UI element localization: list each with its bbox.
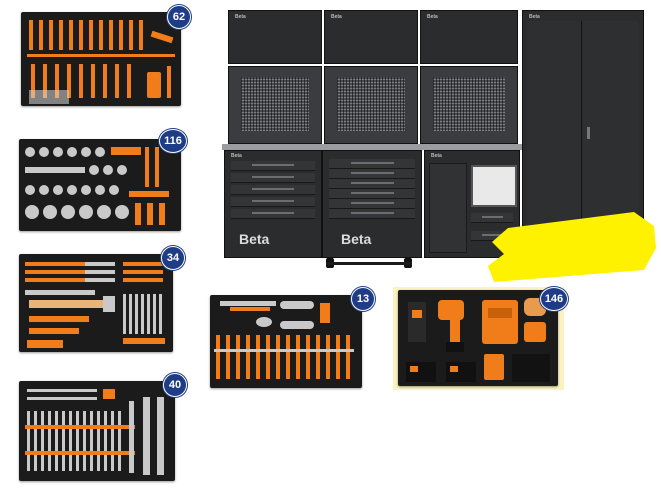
badge-hammers: 34 bbox=[161, 246, 185, 270]
wall-cabinet-1[interactable]: Beta bbox=[228, 10, 322, 64]
badge-pliers: 13 bbox=[351, 287, 375, 311]
pegboard-panel-1 bbox=[228, 66, 322, 144]
pegboard-panel-3 bbox=[420, 66, 518, 144]
worktop bbox=[222, 144, 522, 150]
door-handle bbox=[587, 127, 590, 139]
brand-top-2: Beta bbox=[331, 14, 342, 20]
drawer-unit-2[interactable]: Beta bbox=[322, 150, 422, 258]
wall-cabinet-3[interactable]: Beta bbox=[420, 10, 518, 64]
tray-hammers[interactable] bbox=[19, 254, 173, 352]
paper-roll bbox=[471, 165, 517, 207]
tray-wrenches[interactable] bbox=[19, 381, 175, 481]
badge-sockets: 116 bbox=[159, 129, 187, 153]
brand-drawer-1: Beta bbox=[239, 231, 270, 247]
paper-roll-unit[interactable]: Beta bbox=[424, 150, 520, 258]
caster-bar bbox=[326, 262, 412, 265]
brand-top-1: Beta bbox=[235, 14, 246, 20]
brand-drawer-2: Beta bbox=[341, 231, 372, 247]
brand-roll-unit: Beta bbox=[431, 153, 442, 159]
workshop-cabinet[interactable]: Beta Beta Beta Beta Beta Beta Beta bbox=[222, 10, 646, 285]
tray-label-area bbox=[29, 90, 69, 104]
brand-top-3: Beta bbox=[427, 14, 438, 20]
badge-wrenches: 40 bbox=[163, 373, 187, 397]
yellow-highlight-mark bbox=[488, 212, 656, 282]
tray-power-tools[interactable] bbox=[398, 290, 558, 386]
tray-sockets[interactable] bbox=[19, 139, 181, 231]
drawer-unit-1[interactable]: Beta Beta bbox=[224, 150, 322, 258]
badge-screwdrivers: 62 bbox=[167, 5, 191, 29]
brand-tall-cabinet: Beta bbox=[529, 14, 540, 20]
tray-screwdrivers[interactable] bbox=[21, 12, 181, 106]
pegboard-panel-2 bbox=[324, 66, 418, 144]
side-cabinet-door[interactable] bbox=[429, 163, 467, 253]
brand-drawer-top-1: Beta bbox=[231, 153, 242, 159]
tray-pliers[interactable] bbox=[210, 295, 362, 388]
badge-power-tools: 146 bbox=[540, 287, 568, 311]
wall-cabinet-2[interactable]: Beta bbox=[324, 10, 418, 64]
